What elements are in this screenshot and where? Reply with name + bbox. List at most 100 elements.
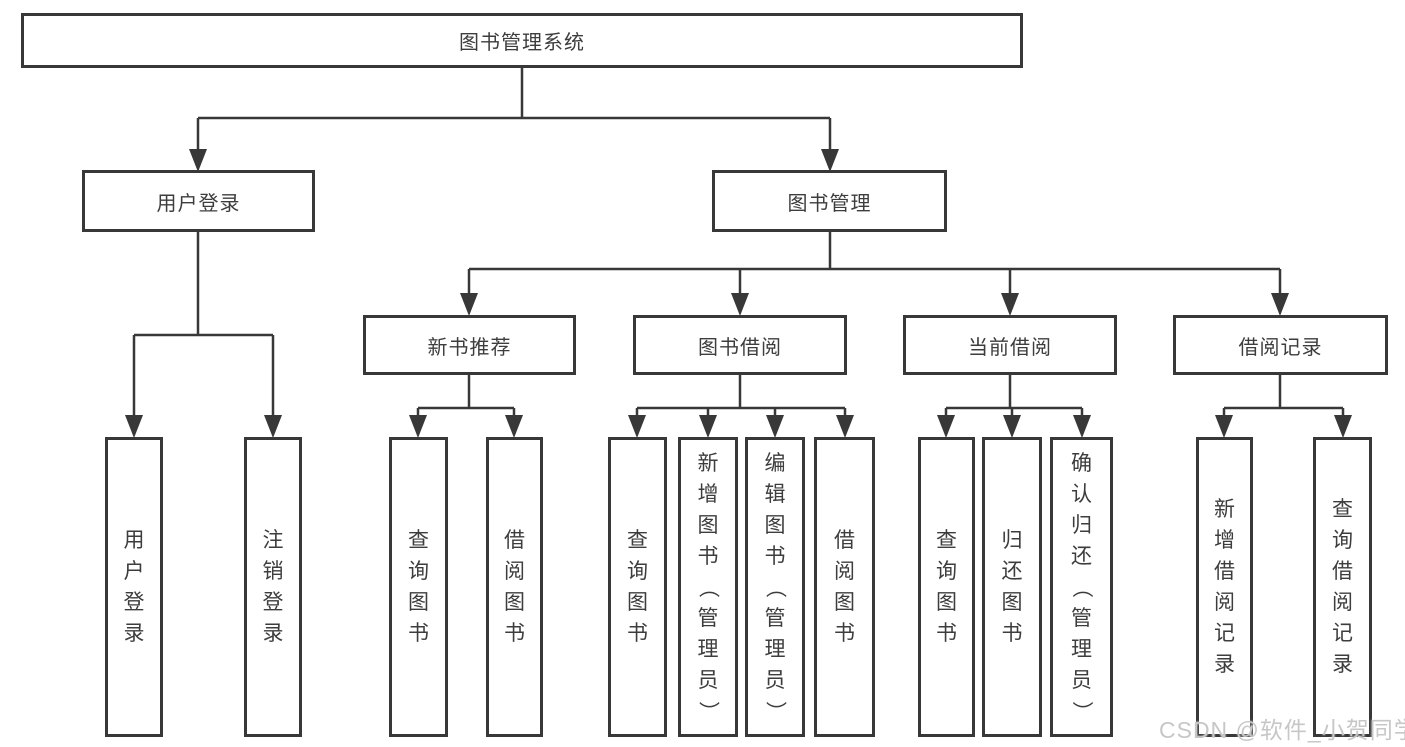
vertical-char: 销 (262, 560, 284, 583)
vertical-char: 记 (1332, 622, 1353, 645)
vertical-char: 录 (1332, 653, 1353, 676)
vertical-char: 查 (408, 529, 429, 552)
vertical-char: 阅 (834, 560, 855, 583)
vertical-char: 归 (1001, 529, 1023, 552)
vertical-char: 书 (408, 622, 429, 645)
node-query-books-current: 查询图书 (918, 437, 975, 737)
vertical-char: 图 (1001, 591, 1023, 614)
connector (132, 232, 275, 416)
vertical-char: （ (763, 576, 787, 598)
connector (467, 232, 1282, 294)
vertical-char: 管 (764, 606, 786, 630)
node-add-books-admin: 新增图书（管理员） (678, 437, 738, 737)
node-book-management: 图书管理 (712, 170, 947, 232)
vertical-char: 借 (1332, 560, 1353, 583)
arrowhead (628, 415, 646, 438)
vertical-char: 查 (936, 529, 957, 552)
vertical-char: 新 (697, 451, 719, 475)
vertical-char: 还 (1001, 560, 1023, 583)
vertical-char: 归 (1071, 513, 1092, 537)
node-book-borrowing: 图书借阅 (633, 315, 847, 375)
vertical-char: 查 (1332, 498, 1353, 521)
vertical-char: 登 (262, 591, 284, 614)
arrowhead (409, 415, 427, 438)
vertical-char: 书 (936, 622, 957, 645)
vertical-char: 询 (936, 560, 957, 583)
vertical-char: 登 (123, 591, 145, 614)
connector (944, 375, 1084, 417)
vertical-char: 增 (1214, 529, 1235, 552)
node-user-login-action: 用户登录 (105, 437, 163, 737)
vertical-char: 确 (1071, 451, 1092, 475)
arrowhead (937, 415, 955, 438)
vertical-char: 询 (408, 560, 429, 583)
vertical-char: 认 (1071, 482, 1092, 506)
node-query-borrow-record: 查询借阅记录 (1313, 437, 1372, 737)
vertical-char: 书 (504, 622, 525, 645)
vertical-char: 阅 (504, 560, 525, 583)
vertical-char: 还 (1071, 544, 1092, 568)
vertical-char: 录 (1214, 653, 1235, 676)
vertical-char: 注 (262, 529, 284, 552)
node-current-borrowing: 当前借阅 (903, 315, 1117, 375)
vertical-char: 询 (1332, 529, 1353, 552)
node-user-login: 用户登录 (82, 170, 315, 232)
node-new-book-recommend: 新书推荐 (363, 315, 576, 375)
vertical-char: ） (696, 700, 720, 722)
vertical-char: 阅 (1214, 591, 1235, 614)
vertical-char: 阅 (1332, 591, 1353, 614)
vertical-char: 员 (764, 668, 786, 692)
vertical-char: 管 (1071, 606, 1092, 630)
arrowhead (1271, 293, 1289, 316)
vertical-char: 书 (627, 622, 648, 645)
arrowhead (1073, 415, 1091, 438)
vertical-char: 记 (1214, 622, 1235, 645)
vertical-char: 图 (408, 591, 429, 614)
vertical-char: 书 (697, 544, 719, 568)
node-query-books-recommend: 查询图书 (389, 437, 448, 737)
vertical-char: 编 (764, 451, 786, 475)
vertical-char: 借 (1214, 560, 1235, 583)
arrowhead (1001, 293, 1019, 316)
node-query-books-borrowing: 查询图书 (608, 437, 667, 737)
vertical-char: 理 (697, 637, 719, 661)
vertical-char: 图 (504, 591, 525, 614)
vertical-char: 图 (764, 513, 786, 537)
vertical-char: ） (1070, 700, 1093, 722)
connector (416, 375, 516, 417)
vertical-char: 理 (1071, 637, 1092, 661)
arrowhead (125, 415, 143, 438)
node-confirm-return-admin: 确认归还（管理员） (1050, 437, 1113, 737)
vertical-char: 录 (262, 622, 284, 645)
connector (1222, 375, 1345, 417)
vertical-char: 图 (834, 591, 855, 614)
arrowhead (731, 293, 749, 316)
node-library-management-system: 图书管理系统 (21, 13, 1023, 68)
vertical-char: 户 (123, 560, 145, 583)
connector (635, 375, 847, 417)
arrowhead (1215, 415, 1233, 438)
vertical-char: 用 (123, 529, 145, 552)
vertical-char: 借 (834, 529, 855, 552)
csdn-watermark: CSDN @软件_小贺同学 (1159, 717, 1405, 743)
vertical-char: 书 (1001, 622, 1023, 645)
arrowhead (505, 415, 523, 438)
arrowhead (766, 415, 784, 438)
arrowhead (1334, 415, 1352, 438)
vertical-char: 书 (834, 622, 855, 645)
node-borrowing-records: 借阅记录 (1173, 315, 1388, 375)
vertical-char: 增 (697, 482, 719, 506)
vertical-char: 管 (697, 606, 719, 630)
arrowhead (189, 149, 207, 172)
arrowhead (460, 293, 478, 316)
node-borrow-books: 借阅图书 (814, 437, 875, 737)
vertical-char: 录 (123, 622, 145, 645)
arrowhead (836, 415, 854, 438)
node-edit-books-admin: 编辑图书（管理员） (745, 437, 805, 737)
vertical-char: 图 (697, 513, 719, 537)
node-return-books: 归还图书 (982, 437, 1042, 737)
vertical-char: 查 (627, 529, 648, 552)
arrowhead (699, 415, 717, 438)
arrowhead (1003, 415, 1021, 438)
